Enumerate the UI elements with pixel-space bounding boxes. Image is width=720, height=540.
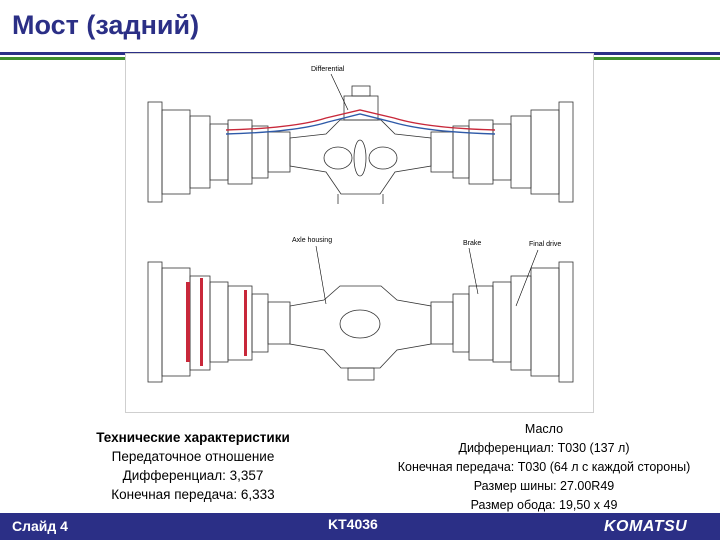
model-name: KT4036: [328, 516, 378, 532]
oil-heading: Масло: [524, 422, 564, 436]
specs-line: Передаточное отношение: [111, 449, 275, 464]
specs-block: Технические характеристики Передаточное …: [58, 428, 328, 504]
slide-number: Слайд 4: [12, 518, 68, 534]
label-differential: Differential: [311, 66, 345, 73]
axle-diagram: Differential Axle housing Brake Final dr…: [125, 53, 594, 413]
specs-heading: Технические характеристики: [96, 430, 290, 445]
top-right-hub-outer: [558, 101, 574, 203]
slide-title: Мост (задний): [12, 10, 200, 40]
bottom-left-brake-red: [186, 278, 247, 366]
specs-line: Дифференциал: 3,357: [122, 468, 264, 483]
oil-line: Размер обода: 19,50 х 49: [470, 498, 618, 512]
top-right-hub: [530, 109, 560, 195]
bottom-left-hub: [161, 267, 191, 377]
bottom-left-brake: [227, 285, 253, 361]
oil-block: Масло Дифференциал: T030 (137 л) Конечна…: [368, 420, 720, 515]
top-left-hub-outer: [147, 101, 163, 203]
oil-line: Дифференциал: T030 (137 л): [458, 441, 630, 455]
bottom-differential-housing: [289, 285, 432, 369]
komatsu-logo: KOMATSU: [604, 518, 688, 535]
top-drive-line-blue: [225, 113, 496, 135]
label-brake: Brake: [463, 240, 482, 247]
bottom-right-hub: [530, 267, 560, 377]
oil-line: Конечная передача: T030 (64 л с каждой с…: [397, 460, 691, 474]
top-left-hub: [161, 109, 191, 195]
axle-drawing: [147, 73, 574, 383]
top-differential-housing: [289, 119, 432, 195]
label-final-drive: Final drive: [529, 241, 562, 248]
specs-line: Конечная передача: 6,333: [111, 487, 275, 502]
oil-line: Размер шины: 27.00R49: [473, 479, 615, 493]
label-axle-housing: Axle housing: [292, 237, 333, 244]
bottom-right-brake: [468, 285, 494, 361]
top-drive-line-red: [225, 109, 496, 131]
footer-bar: [0, 513, 720, 540]
